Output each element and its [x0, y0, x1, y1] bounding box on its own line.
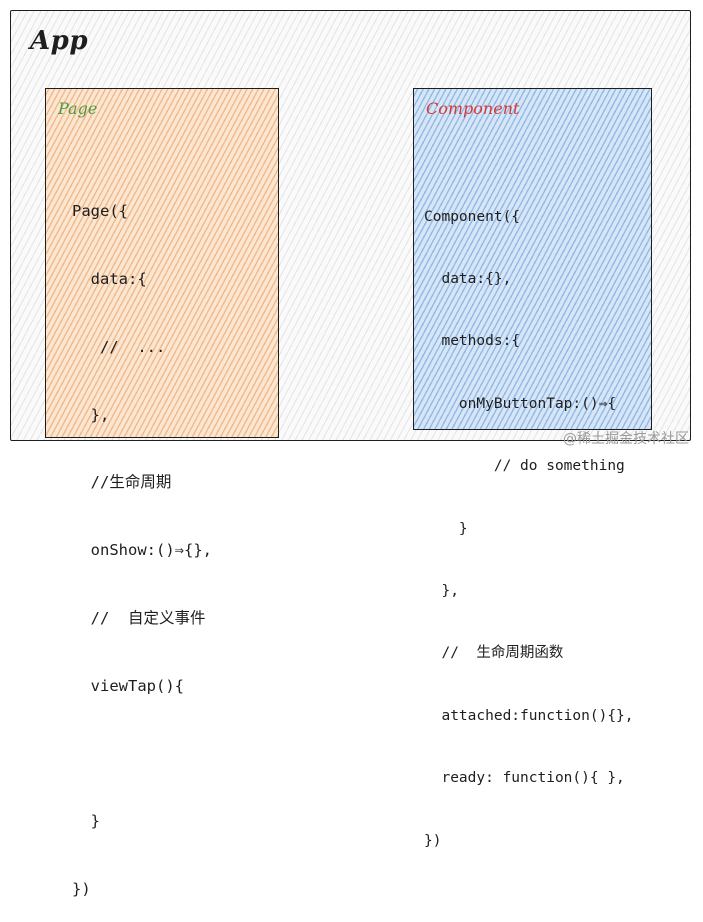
code-line: Page({ — [72, 202, 128, 221]
page-code: Page({ data:{ // ... }, //生命周期 onShow:()… — [72, 155, 212, 922]
code-line: } — [72, 812, 100, 831]
code-line: }, — [424, 582, 459, 599]
code-line: methods:{ — [424, 333, 521, 350]
code-line: }) — [424, 832, 442, 849]
code-line: data:{ — [72, 269, 147, 288]
code-line: Component({ — [424, 208, 521, 225]
code-line: // 自定义事件 — [72, 608, 206, 627]
code-line: } — [424, 520, 468, 537]
code-line: // 生命周期函数 — [424, 645, 564, 662]
page-box: Page Page({ data:{ // ... }, //生命周期 onSh… — [45, 88, 279, 898]
component-label: Component — [426, 99, 520, 118]
code-line: onShow:()⇒{}, — [72, 541, 212, 560]
code-line — [72, 742, 212, 765]
code-line: onMyButtonTap:()⇒{ — [424, 395, 617, 412]
component-box: Component Component({ data:{}, methods:{… — [413, 88, 652, 849]
code-line: }, — [72, 405, 110, 424]
watermark: @稀土掘金技术社区 — [563, 431, 689, 447]
code-line: // ... — [72, 337, 166, 356]
component-code: Component({ data:{}, methods:{ onMyButto… — [424, 165, 634, 893]
code-line: //生命周期 — [72, 473, 172, 492]
code-line: // do something — [424, 458, 625, 475]
code-line: }) — [72, 880, 91, 898]
code-line: ready: function(){ }, — [424, 770, 625, 787]
page-label: Page — [58, 99, 98, 118]
code-line: attached:function(){}, — [424, 707, 634, 724]
code-line: data:{}, — [424, 270, 512, 287]
app-title: App — [30, 26, 89, 56]
code-line: viewTap(){ — [72, 676, 184, 695]
